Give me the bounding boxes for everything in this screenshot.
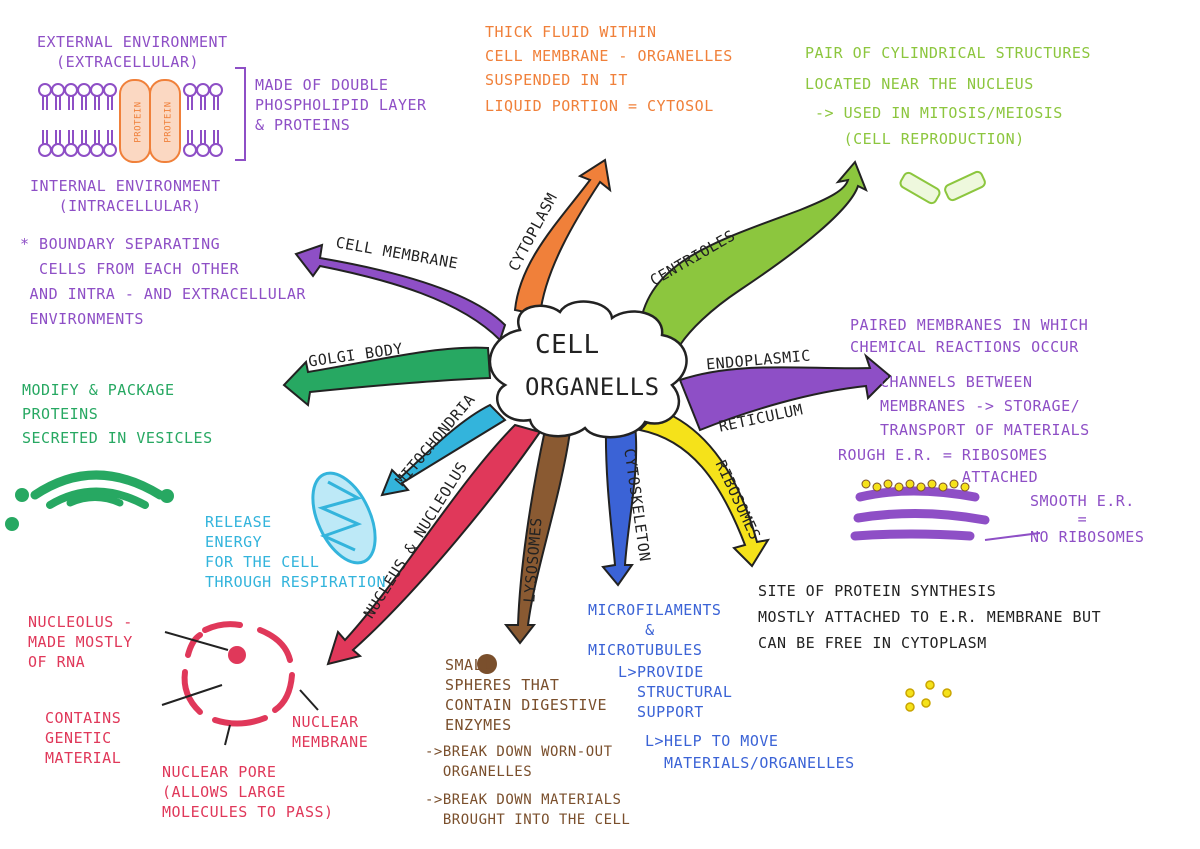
lysosomes-branch <box>503 428 572 645</box>
phospholipid-bilayer-drawing <box>38 79 223 163</box>
er-desc: PAIRED MEMBRANES IN WHICH CHEMICAL REACT… <box>850 316 1089 356</box>
centriole-drawing <box>899 170 986 205</box>
cell-membrane-branch <box>294 243 507 342</box>
nuclear-pore-text: NUCLEAR PORE (ALLOWS LARGE MOLECULES TO … <box>162 763 334 821</box>
cytosol-text: LIQUID PORTION = CYTOSOL <box>485 97 714 115</box>
golgi-drawing <box>5 470 174 531</box>
nucleus-drawing <box>181 621 295 727</box>
cytoskeleton-p2: L>HELP TO MOVE MATERIALS/ORGANELLES <box>645 732 855 772</box>
golgi-branch <box>282 346 492 407</box>
internal-env-text: INTERNAL ENVIRONMENT (INTRACELLULAR) <box>30 177 221 215</box>
cytoplasm-desc: THICK FLUID WITHIN CELL MEMBRANE - ORGAN… <box>485 23 733 89</box>
nuclear-membrane-text: NUCLEAR MEMBRANE <box>292 713 369 751</box>
lysosomes-b1: ->BREAK DOWN WORN-OUT ORGANELLES <box>425 744 613 780</box>
er-drawing <box>850 479 990 541</box>
center-cloud <box>488 300 688 439</box>
ribosomes-branch <box>637 408 771 568</box>
centrioles-desc: PAIR OF CYLINDRICAL STRUCTURES LOCATED N… <box>805 44 1091 93</box>
smooth-er-text: SMOOTH E.R. = NO RIBOSOMES <box>1030 492 1145 546</box>
cytoskeleton-branch <box>601 424 638 587</box>
cytoskeleton-desc: MICROFILAMENTS & MICROTUBULES <box>588 601 722 659</box>
mitochondria-branch <box>380 403 507 497</box>
bracket <box>235 67 246 161</box>
genetic-text: CONTAINS GENETIC MATERIAL <box>45 709 122 767</box>
center-subtitle: ORGANELLS <box>525 373 660 401</box>
protein-label-1: PROTEIN <box>133 101 144 143</box>
external-env-text: EXTERNAL ENVIRONMENT (EXTRACELLULAR) <box>37 33 228 71</box>
centrioles-branch <box>638 160 868 347</box>
centrioles-use: -> USED IN MITOSIS/MEIOSIS (CELL REPRODU… <box>815 104 1063 148</box>
lysosomes-b2: ->BREAK DOWN MATERIALS BROUGHT INTO THE … <box>425 792 631 828</box>
boundary-text: * BOUNDARY SEPARATING CELLS FROM EACH OT… <box>20 235 306 328</box>
golgi-desc: MODIFY & PACKAGE PROTEINS SECRETED IN VE… <box>22 381 213 447</box>
made-of-text: MADE OF DOUBLE PHOSPHOLIPID LAYER & PROT… <box>255 76 427 134</box>
mitochondria-desc: RELEASE ENERGY FOR THE CELL THROUGH RESP… <box>205 513 387 591</box>
mitochondria-drawing <box>311 471 377 565</box>
nucleus-branch <box>326 423 542 666</box>
er-branch <box>678 352 892 432</box>
nucleolus-text: NUCLEOLUS - MADE MOSTLY OF RNA <box>28 613 133 671</box>
center-title: CELL <box>535 330 600 360</box>
free-ribosomes <box>905 680 952 712</box>
lysosome-dot <box>477 654 497 674</box>
er-channels: CHANNELS BETWEEN MEMBRANES -> STORAGE/ T… <box>880 373 1090 439</box>
ribosomes-desc: SITE OF PROTEIN SYNTHESIS MOSTLY ATTACHE… <box>758 582 1102 652</box>
cytoskeleton-p1: L>PROVIDE STRUCTURAL SUPPORT <box>618 663 733 721</box>
rough-er-text: ROUGH E.R. = RIBOSOMES ATTACHED <box>838 446 1048 486</box>
cytoplasm-branch <box>513 158 612 317</box>
protein-label-2: PROTEIN <box>163 101 174 143</box>
lysosomes-desc: SMALL SPHERES THAT CONTAIN DIGESTIVE ENZ… <box>445 656 608 734</box>
